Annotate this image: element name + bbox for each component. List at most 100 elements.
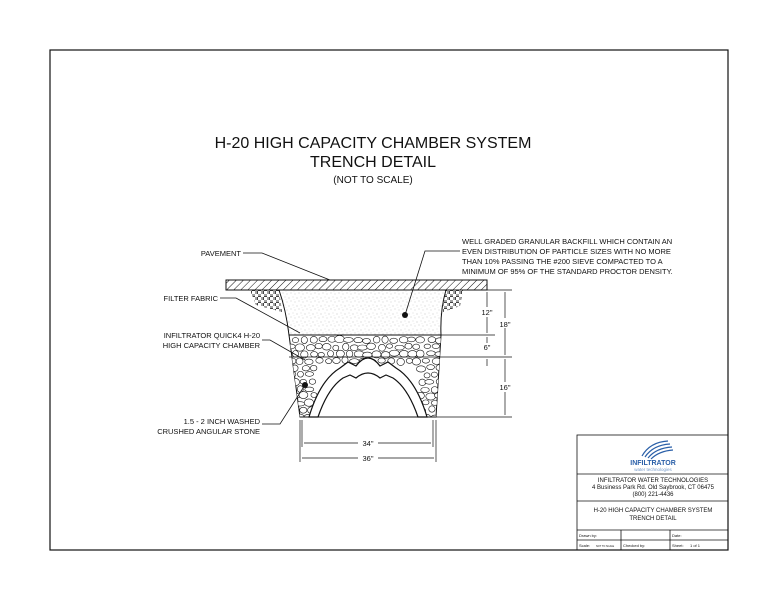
stone bbox=[378, 343, 386, 352]
stone bbox=[301, 365, 310, 372]
stone bbox=[398, 336, 409, 344]
stone bbox=[430, 371, 438, 378]
dim-chamber-width: 34" bbox=[362, 439, 373, 448]
stone bbox=[427, 336, 437, 343]
stone bbox=[289, 385, 296, 392]
stone bbox=[362, 338, 371, 344]
filter-fabric-label: FILTER FABRIC bbox=[164, 294, 219, 303]
stone bbox=[334, 335, 345, 344]
stone bbox=[346, 349, 354, 358]
chamber-label-2: HIGH CAPACITY CHAMBER bbox=[163, 341, 261, 350]
drawing-title-2: TRENCH DETAIL bbox=[629, 516, 677, 522]
backfill-note-line: EVEN DISTRIBUTION OF PARTICLE SIZES WITH… bbox=[462, 247, 671, 256]
stone bbox=[426, 364, 435, 370]
stone bbox=[405, 358, 413, 364]
stone bbox=[435, 337, 441, 344]
stone bbox=[310, 365, 318, 372]
stone bbox=[389, 349, 400, 357]
stone bbox=[394, 344, 405, 351]
stone bbox=[304, 371, 314, 377]
stone bbox=[294, 343, 305, 352]
stone bbox=[437, 408, 441, 414]
stone-marker bbox=[302, 382, 308, 388]
stone bbox=[423, 343, 432, 349]
stone bbox=[386, 343, 393, 349]
pavement-label: PAVEMENT bbox=[201, 249, 242, 258]
title-line-2: TRENCH DETAIL bbox=[310, 154, 436, 171]
stone bbox=[349, 358, 360, 364]
stone bbox=[373, 336, 381, 344]
dim-trench-width: 36" bbox=[362, 454, 373, 463]
stone bbox=[342, 342, 350, 351]
checked-by-label: Checked by: bbox=[623, 543, 645, 548]
stone bbox=[289, 370, 297, 378]
stone bbox=[353, 350, 365, 358]
stone bbox=[315, 357, 324, 364]
stone bbox=[434, 351, 441, 357]
stone bbox=[317, 352, 325, 358]
sheet-label: Sheet: bbox=[672, 543, 684, 548]
date-label: Date: bbox=[672, 533, 682, 538]
stone bbox=[325, 358, 333, 364]
native-soil-left bbox=[250, 290, 282, 312]
stone bbox=[305, 344, 316, 352]
stone bbox=[335, 349, 345, 358]
company-name: INFILTRATOR WATER TECHNOLOGIES bbox=[598, 478, 708, 484]
stone bbox=[332, 344, 340, 351]
stone bbox=[426, 350, 436, 357]
sheet-border bbox=[49, 49, 729, 551]
stone bbox=[415, 349, 425, 358]
stone bbox=[425, 392, 436, 401]
stone bbox=[300, 350, 309, 359]
stone bbox=[381, 335, 389, 344]
stone bbox=[422, 399, 430, 406]
stone bbox=[332, 357, 341, 364]
dim-stone-above: 6" bbox=[484, 343, 491, 352]
stone bbox=[310, 351, 318, 358]
stone bbox=[321, 343, 332, 351]
stone-leader bbox=[262, 384, 306, 425]
stone bbox=[371, 350, 382, 359]
dim-gap bbox=[358, 438, 378, 448]
stone bbox=[428, 405, 436, 413]
title-block bbox=[576, 434, 729, 551]
stone-label-2: CRUSHED ANGULAR STONE bbox=[157, 427, 260, 436]
native-soil-right bbox=[443, 290, 463, 312]
stone bbox=[327, 350, 334, 358]
stone bbox=[404, 342, 413, 350]
stone bbox=[399, 350, 409, 358]
drawing-title-1: H-20 HIGH CAPACITY CHAMBER SYSTEM bbox=[594, 508, 713, 514]
drawn-by-label: Drawn by: bbox=[579, 533, 597, 538]
stone bbox=[291, 364, 299, 372]
dim-gap bbox=[496, 318, 514, 328]
stone bbox=[416, 365, 426, 373]
pavement-slab bbox=[225, 279, 488, 291]
backfill-note-line: MINIMUM OF 95% OF THE STANDARD PROCTOR D… bbox=[462, 267, 673, 276]
stone bbox=[309, 336, 318, 344]
stone bbox=[303, 398, 314, 407]
stone bbox=[343, 337, 354, 343]
stone bbox=[299, 406, 308, 414]
dim-gap bbox=[496, 382, 514, 392]
stone bbox=[353, 337, 363, 344]
stone bbox=[412, 343, 420, 350]
stone bbox=[377, 357, 386, 364]
company-phone: (800) 221-4436 bbox=[632, 492, 674, 498]
backfill-note-line: WELL GRADED GRANULAR BACKFILL WHICH CONT… bbox=[462, 237, 672, 246]
dim-chamber-height: 16" bbox=[499, 383, 510, 392]
dim-gap bbox=[478, 307, 496, 317]
stone bbox=[297, 370, 304, 378]
stone bbox=[407, 336, 416, 343]
dim-gap bbox=[358, 453, 378, 463]
stone bbox=[294, 401, 306, 407]
stone bbox=[431, 343, 440, 349]
stone bbox=[434, 392, 441, 399]
stone bbox=[389, 337, 398, 344]
backfill-leader bbox=[404, 250, 460, 316]
infiltrator-logo bbox=[641, 440, 674, 460]
scale-value: NOT TO SCALE bbox=[596, 545, 615, 548]
sheet-value: 1 of 1 bbox=[690, 543, 701, 548]
scale-note: (NOT TO SCALE) bbox=[333, 175, 412, 186]
logo-name: INFILTRATOR bbox=[630, 460, 676, 467]
